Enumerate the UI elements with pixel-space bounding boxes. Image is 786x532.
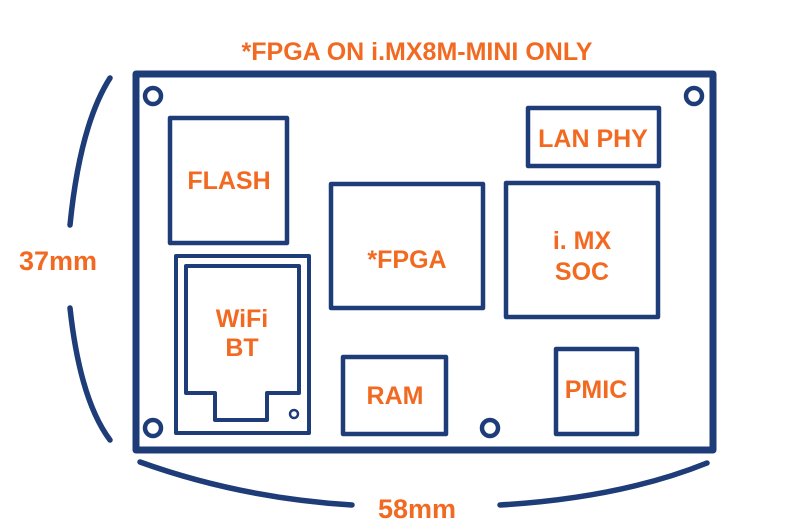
height-dimension-arc-top	[67, 75, 113, 228]
fpga-chip	[328, 181, 486, 311]
flash-label: FLASH	[187, 167, 270, 195]
board-outline	[132, 70, 717, 454]
mounting-hole-top-right	[683, 85, 705, 107]
height-dimension-label: 37mm	[19, 246, 97, 276]
mounting-hole-bottom-center	[479, 417, 501, 439]
pmic-label: PMIC	[565, 376, 628, 404]
flash-chip	[167, 115, 290, 246]
fpga-label: *FPGA	[367, 246, 446, 274]
soc-label-line2: SOC	[555, 258, 609, 286]
bt-label: BT	[225, 334, 258, 362]
width-dimension-label: 58mm	[378, 494, 456, 524]
lan-phy-chip	[525, 105, 662, 169]
ram-chip	[340, 354, 449, 437]
wifi-bt-antenna-cutout	[184, 264, 301, 422]
wifi-bt-pin1-marker	[288, 408, 300, 420]
ram-label: RAM	[367, 382, 424, 410]
lan-phy-label: LAN PHY	[538, 125, 648, 153]
mounting-hole-top-left	[142, 85, 164, 107]
imx-soc-chip	[503, 180, 661, 320]
width-dimension-arc-right	[497, 460, 710, 508]
width-dimension-arc-left	[137, 459, 355, 508]
fpga-availability-note: *FPGA ON i.MX8M-MINI ONLY	[242, 38, 593, 66]
wifi-label: WiFi	[216, 305, 269, 333]
wifi-bt-module-outline	[174, 254, 311, 435]
mounting-hole-bottom-left	[142, 417, 164, 439]
height-dimension-arc-bottom	[67, 305, 113, 443]
pmic-chip	[553, 346, 640, 437]
soc-label-line1: i. MX	[553, 227, 612, 255]
